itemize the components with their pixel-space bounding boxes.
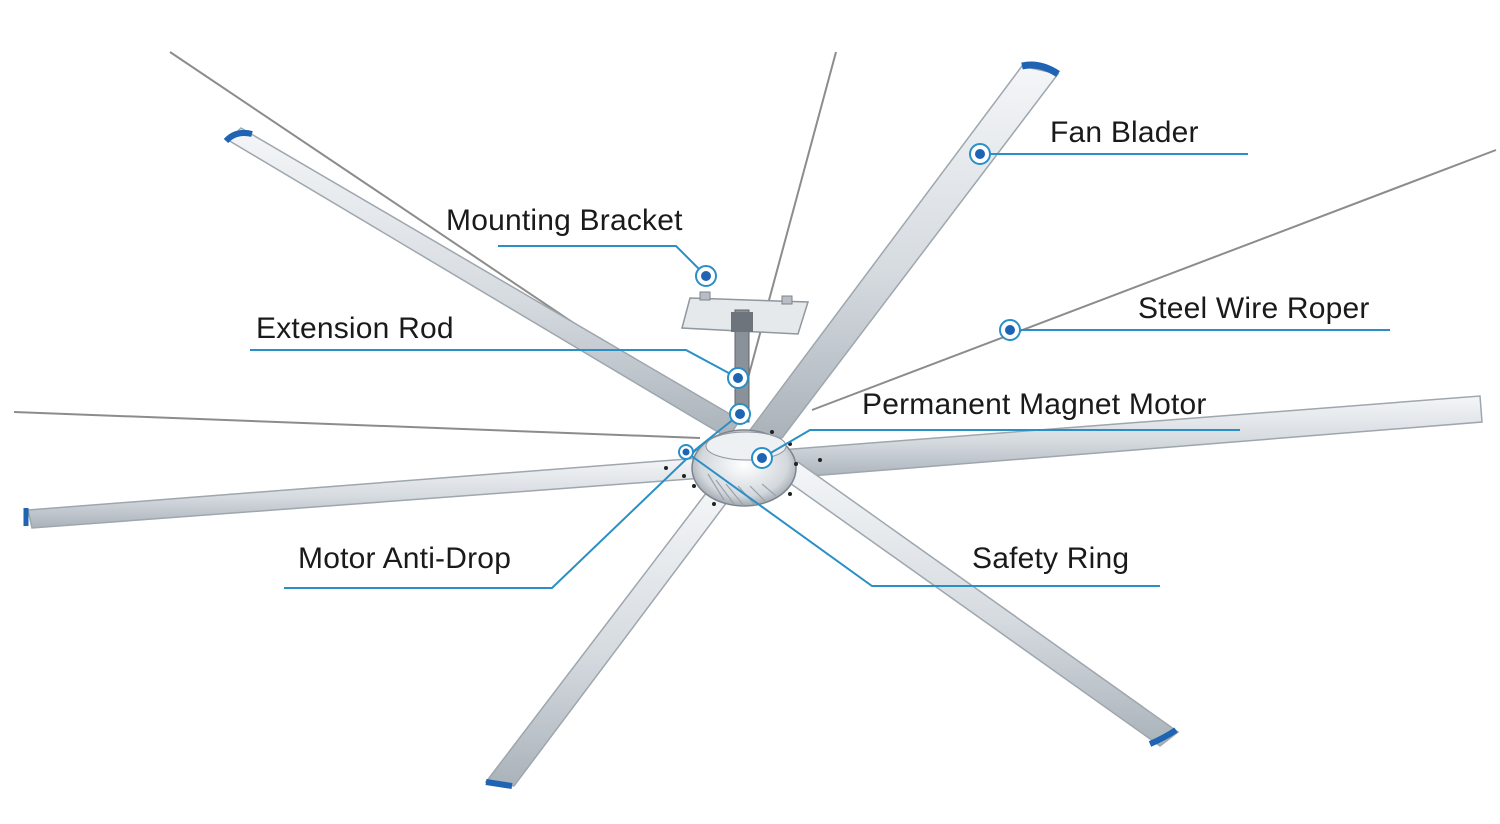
dot-extension-rod-lower [729,403,751,425]
label-safety-ring: Safety Ring [972,542,1130,575]
label-fan-blader: Fan Blader [1050,116,1199,149]
label-steel-wire-roper: Steel Wire Roper [1138,292,1370,325]
wire-left [13,411,701,439]
motor-top [705,431,787,461]
label-extension-rod: Extension Rod [256,312,454,345]
leader-safety-ring [685,451,1160,587]
bracket-bolt-left [699,291,711,301]
blade-tip-upper-right [1021,61,1060,77]
blade-tip-upper-left [223,129,253,144]
blade-tip-lower-right [1148,727,1178,747]
dot-fan-blader [969,143,991,165]
safety-ring-bolts [664,430,822,506]
motor-fins [707,473,777,507]
callout-dots [678,143,1021,469]
steel-wires [13,51,1497,439]
leader-motor-anti-drop [284,445,701,589]
mounting-assembly [681,291,810,423]
label-mounting-bracket: Mounting Bracket [446,204,683,237]
dot-mounting-bracket [695,265,717,287]
blade-lower-right [778,461,1180,747]
blade-upper-left [226,127,742,440]
blade-left [27,457,705,529]
dot-extension-rod [727,367,749,389]
leader-extension-rod [250,349,739,379]
label-permanent-magnet-motor: Permanent Magnet Motor [862,388,1207,421]
dot-steel-wire-roper [999,319,1021,341]
leader-permanent-magnet-motor [761,429,1240,459]
blade-upper-right [748,65,1060,439]
leader-mounting-bracket [498,245,707,277]
blade-lower-left [484,487,732,787]
bracket-bolt-right [781,295,793,305]
leader-lines [250,153,1390,589]
wire-right [811,149,1497,411]
fan-blades [23,61,1483,789]
blade-tip-lower-left [485,779,513,789]
rod-clamp [731,312,753,332]
dot-permanent-magnet-motor [751,447,773,469]
dot-safety-ring [678,444,694,460]
label-motor-anti-drop: Motor Anti-Drop [298,542,512,575]
